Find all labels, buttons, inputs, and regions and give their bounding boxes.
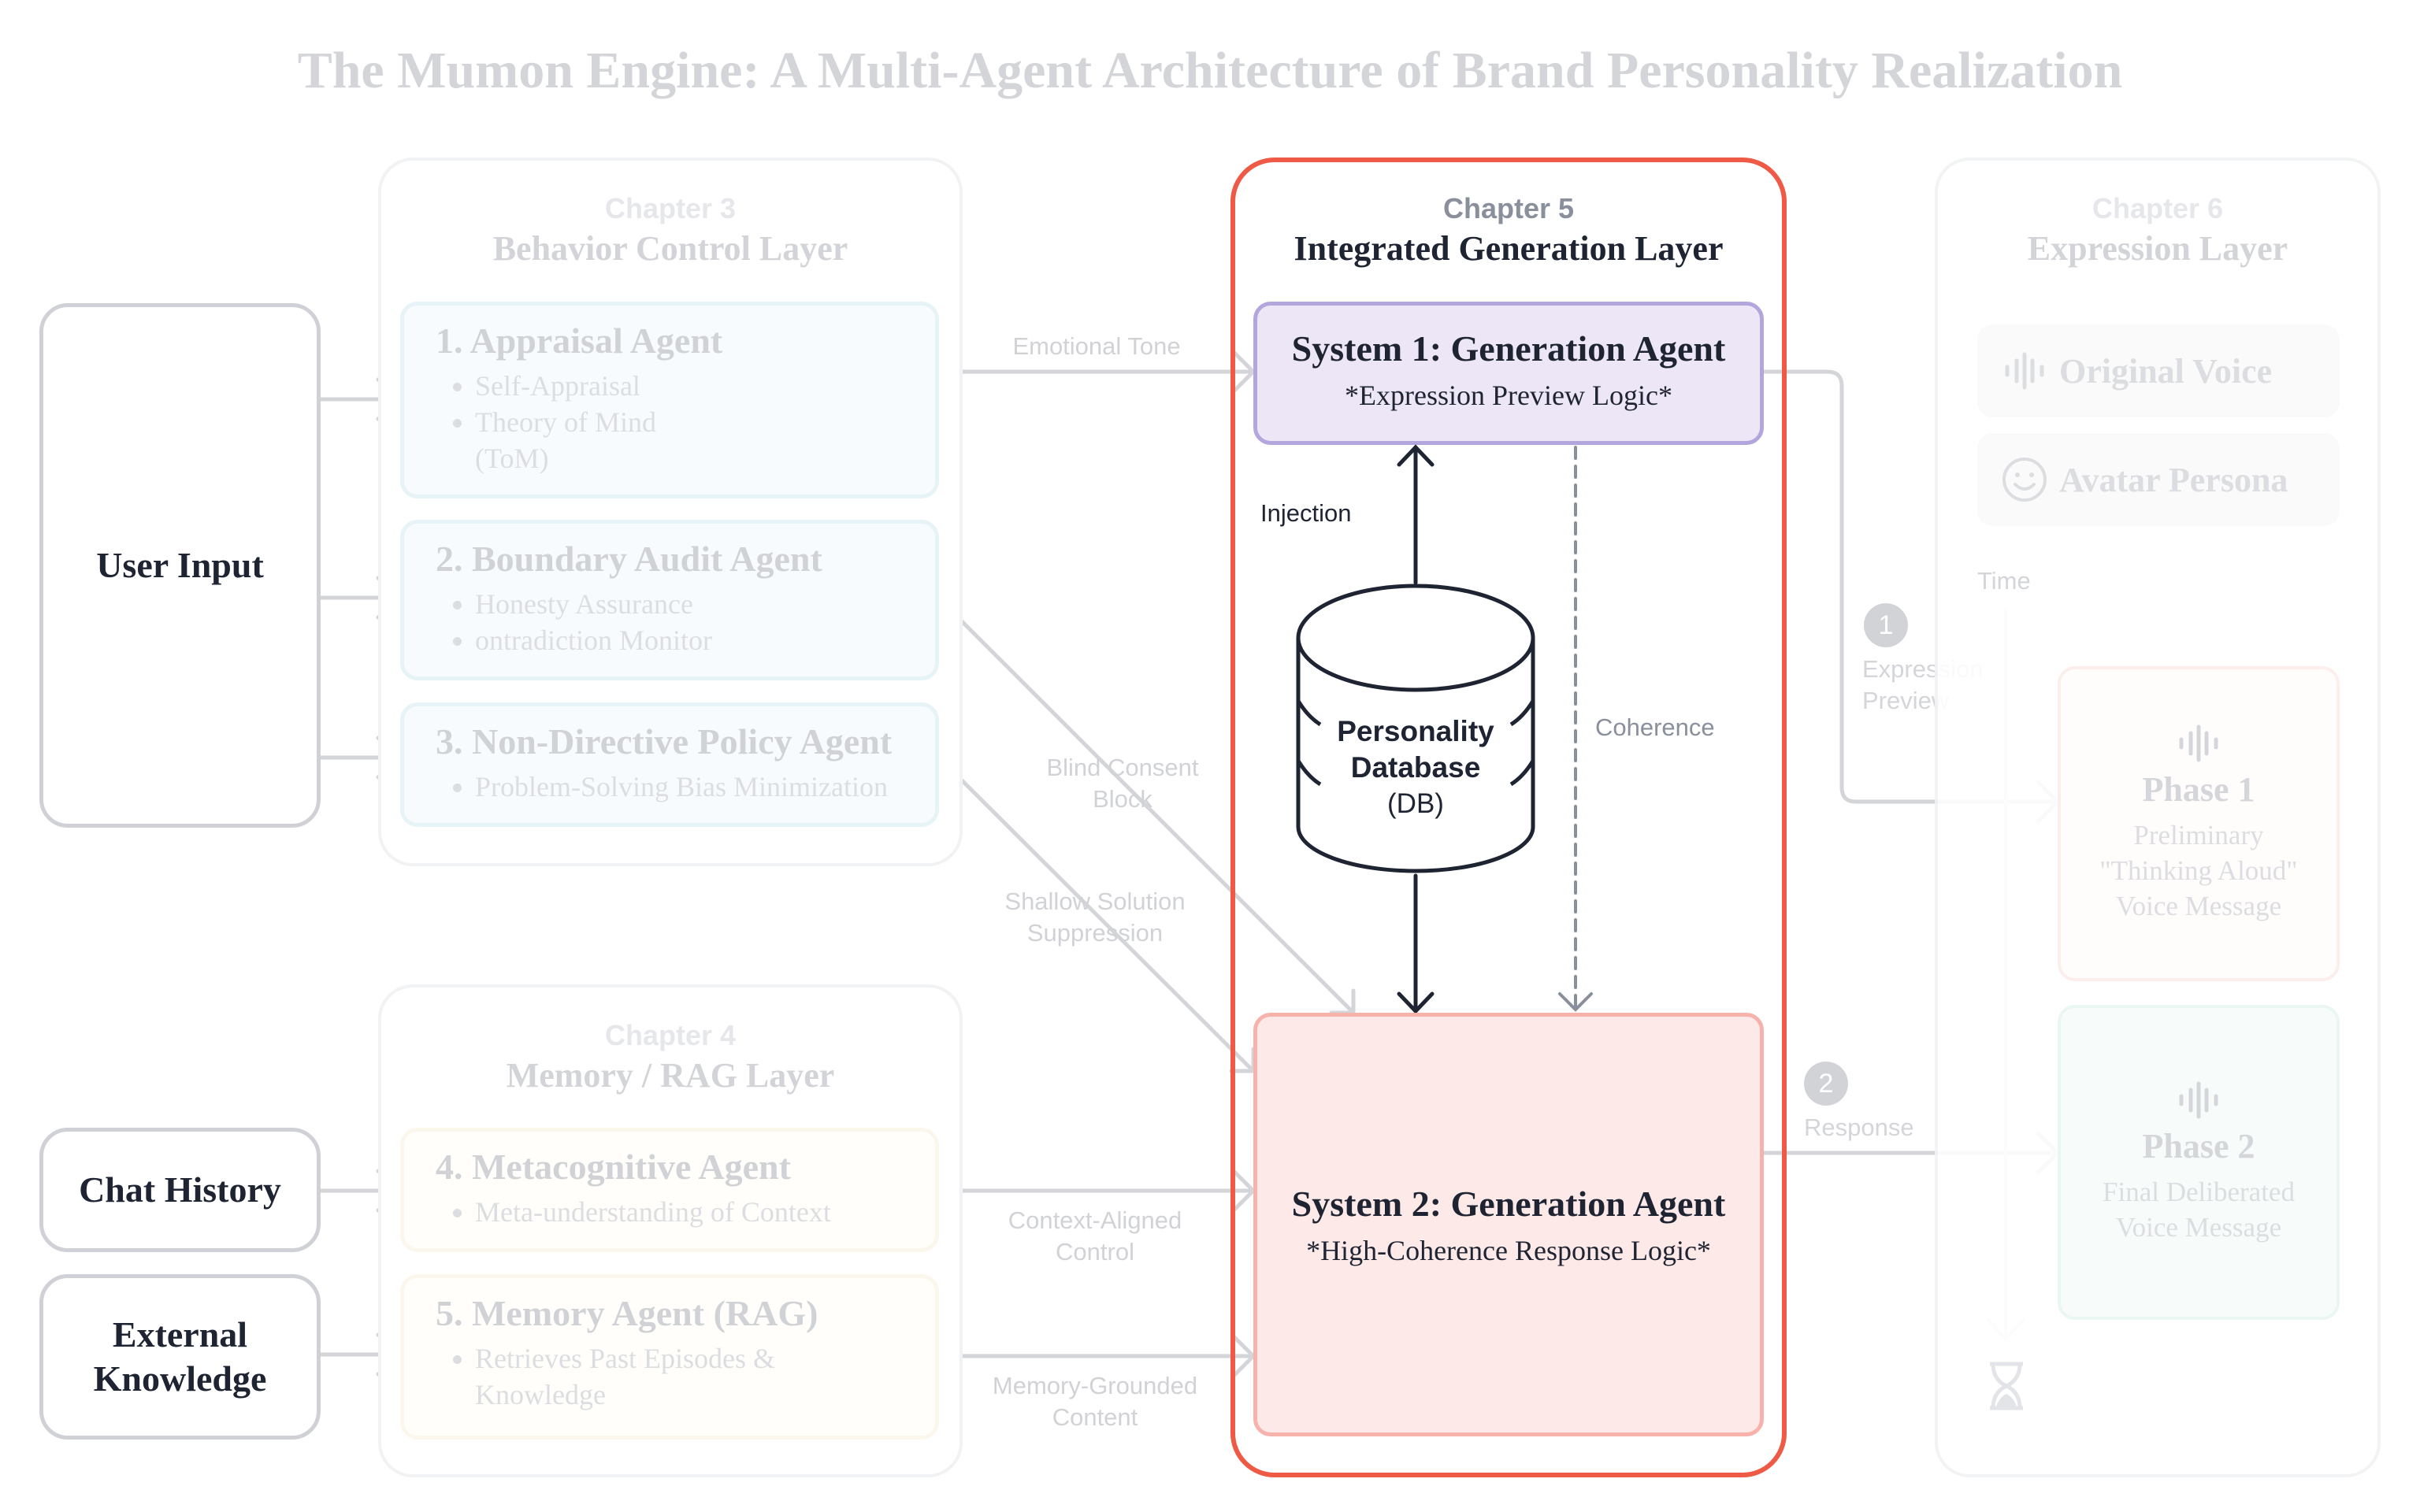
agent-title: 5. Memory Agent (RAG) [436,1293,818,1333]
system2-generation-agent: System 2: Generation Agent *High-Coheren… [1253,1013,1764,1436]
label-memory-grounded: Memory-Grounded Content [969,1370,1221,1433]
agent-card-boundary-audit: 2. Boundary Audit Agent Honesty Assuranc… [400,520,939,680]
phase2-desc-line: Voice Message [2115,1211,2282,1243]
db-label-line3: (DB) [1387,788,1444,819]
hourglass-icon [1990,1362,2023,1410]
phase1-desc-line: Preliminary [2133,820,2264,850]
label-blind-consent-line2: Block [1093,785,1152,813]
label-blind-consent: Blind Consent Block [1016,752,1229,815]
label-memory-line2: Content [1052,1403,1138,1431]
label-context-line1: Context-Aligned [1008,1206,1182,1234]
chapter5-label: Chapter 5 [1442,192,1575,224]
agent-bullet: Meta-understanding of Context [475,1194,904,1230]
external-knowledge-label-1: External [112,1314,248,1354]
phase1-description: Preliminary "Thinking Aloud" Voice Messa… [2099,817,2297,924]
chapter3-label: Chapter 3 [604,192,737,224]
avatar-persona-label: Avatar Persona [2059,460,2288,499]
label-shallow-line2: Suppression [1026,919,1164,947]
label-context-aligned: Context-Aligned Control [969,1205,1221,1268]
arrow-shallow-solution [937,755,1256,1073]
external-knowledge-label-2: Knowledge [93,1358,267,1399]
chapter5-panel [1230,158,1787,1477]
label-coherence: Coherence [1595,713,1715,741]
agent-bullet: Honesty Assurance [475,586,904,622]
label-injection: Injection [1260,499,1352,527]
agent-bullet: ontradiction Monitor [475,622,904,658]
step1-badge: 1 [1864,603,1908,647]
chapter6-label: Chapter 6 [2092,192,2224,224]
agent-title: 3. Non-Directive Policy Agent [436,721,893,762]
smiley-icon [2002,458,2047,502]
system1-subtitle: *Expression Preview Logic* [1345,380,1672,411]
external-knowledge-box: External Knowledge [39,1274,321,1440]
agent-card-memory-rag: 5. Memory Agent (RAG) Retrieves Past Epi… [400,1274,939,1440]
arrow-expression-preview [1761,369,2060,804]
system2-subtitle: *High-Coherence Response Logic* [1306,1234,1711,1266]
agent-card-non-directive-policy: 3. Non-Directive Policy Agent Problem-So… [400,702,939,827]
phase1-desc-line: "Thinking Aloud" [2099,855,2298,886]
agent-title: 2. Boundary Audit Agent [436,539,822,579]
agent-card-metacognitive: 4. Metacognitive Agent Meta-understandin… [400,1128,939,1252]
waveform-icon [2179,724,2218,762]
label-context-line2: Control [1056,1238,1134,1266]
agent-bullet: Self-Appraisal [475,368,904,404]
agent-bullet: Retrieves Past Episodes & Knowledge [475,1340,806,1413]
label-blind-consent-line1: Blind Consent [1046,754,1199,781]
phase1-card: Phase 1 Preliminary "Thinking Aloud" Voi… [2058,666,2340,981]
waveform-icon [2179,1081,2218,1118]
time-axis-label: Time [1977,567,2031,595]
system2-title: System 2: Generation Agent [1291,1183,1726,1224]
phase1-desc-line: Voice Message [2115,891,2282,921]
db-label-line2: Database [1350,751,1481,784]
user-input-box: User Input [39,303,321,828]
db-label-line1: Personality [1337,715,1494,747]
phase1-title: Phase 1 [2142,770,2255,809]
label-shallow-line1: Shallow Solution [1004,888,1186,915]
agent-bullet: Problem-Solving Bias Minimization [475,769,904,805]
phase2-desc-line: Final Deliberated [2103,1176,2295,1207]
database-icon [1296,584,1535,873]
chapter6-layer-title: Expression Layer [2027,229,2288,268]
expression-item-avatar-persona: Avatar Persona [1977,433,2340,526]
original-voice-label: Original Voice [2059,351,2273,391]
phase2-title: Phase 2 [2142,1126,2255,1166]
system1-title: System 1: Generation Agent [1291,328,1726,369]
chapter4-layer-title: Memory / RAG Layer [506,1056,835,1095]
arrow-blind-consent [937,596,1356,1015]
agent-title: 1. Appraisal Agent [436,321,723,361]
step1-label-line2: Preview [1862,687,1950,714]
step2-label: Response [1804,1114,1914,1141]
phase2-card: Phase 2 Final Deliberated Voice Message [2058,1005,2340,1320]
step2-badge: 2 [1804,1062,1848,1106]
waveform-icon [2005,352,2044,390]
chapter3-layer-title: Behavior Control Layer [492,229,848,268]
label-emotional-tone: Emotional Tone [1012,332,1181,360]
chat-history-box: Chat History [39,1128,321,1252]
user-input-label: User Input [96,545,264,585]
chapter4-label: Chapter 4 [604,1019,737,1051]
label-shallow-solution: Shallow Solution Suppression [969,886,1221,949]
chapter5-layer-title: Integrated Generation Layer [1294,229,1724,268]
agent-bullet: Theory of Mind (ToM) [475,404,680,476]
chat-history-label: Chat History [79,1169,281,1210]
system1-generation-agent: System 1: Generation Agent *Expression P… [1253,302,1764,445]
phase2-description: Final Deliberated Voice Message [2103,1174,2295,1245]
agent-card-appraisal: 1. Appraisal Agent Self-Appraisal Theory… [400,302,939,498]
expression-item-original-voice: Original Voice [1977,324,2340,417]
label-memory-line1: Memory-Grounded [992,1372,1198,1399]
step1-label: Expression Preview [1862,654,1983,717]
personality-database-label: Personality Database (DB) [1300,713,1531,822]
agent-title: 4. Metacognitive Agent [436,1147,791,1187]
diagram-title: The Mumon Engine: A Multi-Agent Architec… [297,42,2123,99]
